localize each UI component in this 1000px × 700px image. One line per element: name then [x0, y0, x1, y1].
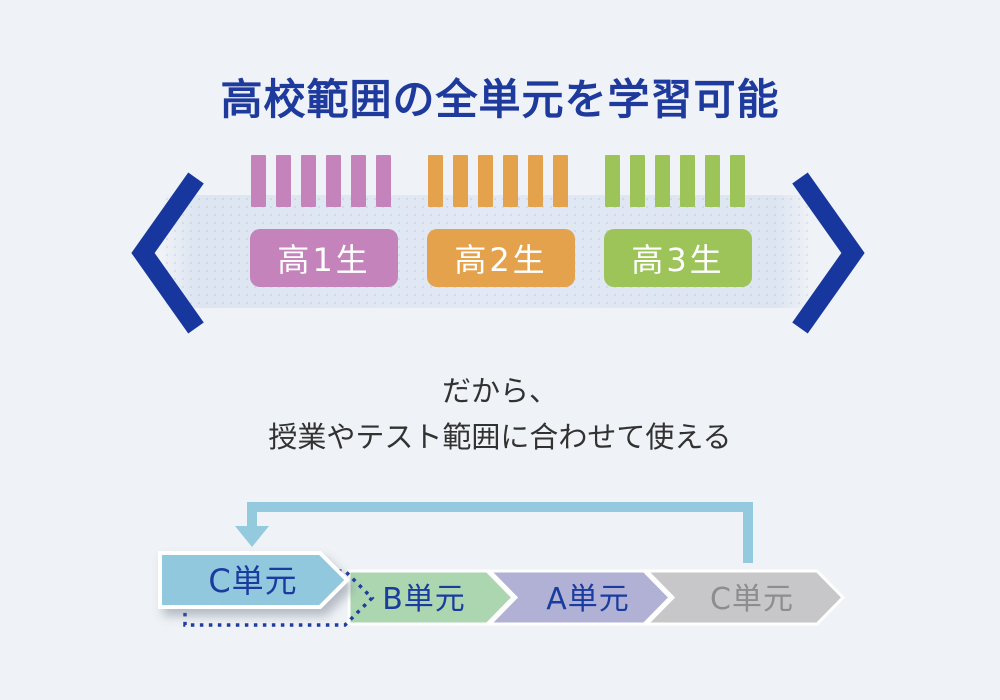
tick-bar	[301, 155, 316, 207]
tick-group-grade2	[428, 155, 568, 207]
loop-arrow-line	[247, 502, 753, 563]
unit-a-label: A単元	[546, 582, 630, 617]
tick-bar	[326, 155, 341, 207]
tick-bar	[655, 155, 670, 207]
moved-unit-placeholder-outline	[183, 569, 375, 627]
subtitle-line-1: だから、	[441, 374, 558, 408]
tick-group-grade3	[605, 155, 745, 207]
tick-bar	[478, 155, 493, 207]
unit-b-label: B単元	[382, 582, 466, 617]
moved-unit-label: C単元	[208, 562, 297, 600]
subtitle: だから、 授業やテスト範囲に合わせて使える	[0, 368, 1000, 460]
flow-chevron-unit-a	[486, 569, 673, 626]
tick-bar	[351, 155, 366, 207]
unit-flow-diagram: C単元 B単元 A単元 C単元	[158, 502, 846, 627]
tick-bar	[553, 155, 568, 207]
tick-bar	[605, 155, 620, 207]
tick-bar	[453, 155, 468, 207]
moved-unit-chevron	[158, 551, 350, 609]
chevron-right-icon	[792, 172, 865, 334]
tick-bar	[376, 155, 391, 207]
tick-bar	[251, 155, 266, 207]
loop-arrowhead-icon	[235, 526, 269, 547]
tick-bar	[680, 155, 695, 207]
grade-label-3: 高3生	[604, 229, 752, 287]
tick-group-grade1	[251, 155, 391, 207]
flow-chevron-unit-c-origin	[643, 569, 846, 626]
chevron-left-icon	[131, 172, 204, 334]
tick-bar	[630, 155, 645, 207]
unit-c-origin-label: C単元	[710, 582, 794, 617]
flow-chevron-unit-b	[347, 569, 516, 626]
tick-bar	[276, 155, 291, 207]
tick-bar	[730, 155, 745, 207]
grade-label-1: 高1生	[250, 229, 398, 287]
page-title: 高校範囲の全単元を学習可能	[220, 75, 780, 124]
subtitle-line-2: 授業やテスト範囲に合わせて使える	[268, 420, 732, 454]
tick-bar	[503, 155, 518, 207]
tick-bar	[428, 155, 443, 207]
grade-label-2: 高2生	[427, 229, 575, 287]
tick-bar	[528, 155, 543, 207]
tick-bar	[705, 155, 720, 207]
